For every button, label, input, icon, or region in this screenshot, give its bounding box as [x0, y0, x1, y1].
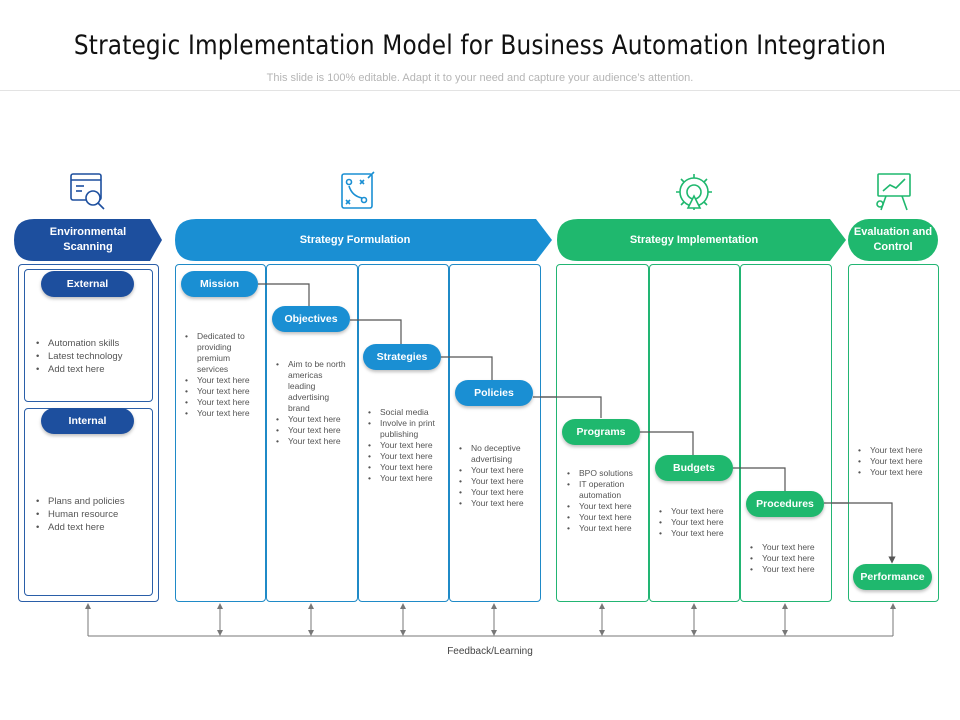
- policies-column: [449, 264, 541, 602]
- strategy-plan-icon: [341, 171, 375, 209]
- list-item: Your text here: [185, 386, 261, 397]
- list-item: Aim to be north americas leading adverti…: [276, 359, 352, 414]
- list-item: Your text here: [368, 440, 444, 451]
- evaluation-control-header: Evaluation and Control: [853, 226, 933, 253]
- page-subtitle: This slide is 100% editable. Adapt it to…: [266, 72, 694, 84]
- list-item: Your text here: [368, 451, 444, 462]
- list-item: Your text here: [459, 465, 537, 476]
- list-item: Your text here: [276, 414, 352, 425]
- list-item: Your text here: [858, 445, 936, 456]
- list-item: Your text here: [858, 456, 936, 467]
- strategies-pill: Strategies: [363, 344, 441, 370]
- list-item: Human resource: [36, 508, 151, 521]
- connector-strategies-policies: [441, 356, 493, 380]
- list-item: Your text here: [659, 528, 735, 539]
- performance-list: Your text here Your text here Your text …: [858, 445, 936, 478]
- connector-procedures-performance: [824, 502, 896, 564]
- procedures-list: Your text here Your text here Your text …: [750, 542, 826, 575]
- list-item: Your text here: [750, 564, 826, 575]
- procedures-pill: Procedures: [746, 491, 824, 517]
- list-item: No deceptive advertising: [459, 443, 537, 465]
- connector-budgets-procedures: [733, 467, 786, 491]
- list-item: Your text here: [659, 506, 735, 517]
- list-item: Your text here: [567, 501, 645, 512]
- formulation-header-shape: [175, 219, 552, 261]
- internal-pill: Internal: [41, 408, 134, 434]
- list-item: Latest technology: [36, 350, 151, 363]
- budgets-column: [649, 264, 740, 602]
- external-pill: External: [41, 271, 134, 297]
- list-item: Your text here: [459, 487, 537, 498]
- list-item: Your text here: [185, 408, 261, 419]
- evaluation-header-shape: [848, 219, 938, 261]
- scanning-magnifier-icon: [70, 173, 105, 210]
- gear-rocket-icon: [676, 174, 712, 210]
- list-item: Your text here: [459, 498, 537, 509]
- list-item: Your text here: [659, 517, 735, 528]
- budgets-pill: Budgets: [655, 455, 733, 481]
- connector-programs-budgets: [640, 431, 694, 455]
- feedback-label: Feedback/Learning: [447, 646, 533, 657]
- programs-list: BPO solutions IT operation automation Yo…: [567, 468, 645, 534]
- list-item: BPO solutions: [567, 468, 645, 479]
- list-item: Dedicated to providing premium services: [185, 331, 261, 375]
- external-list: Automation skills Latest technology Add …: [36, 337, 151, 376]
- list-item: Your text here: [567, 512, 645, 523]
- strategy-formulation-header: Strategy Formulation: [299, 233, 411, 246]
- programs-pill: Programs: [562, 419, 640, 445]
- strategy-implementation-header: Strategy Implementation: [629, 233, 759, 246]
- objectives-pill: Objectives: [272, 306, 350, 332]
- list-item: Add text here: [36, 363, 151, 376]
- mission-list: Dedicated to providing premium services …: [185, 331, 261, 419]
- performance-pill: Performance: [853, 564, 932, 590]
- title-divider: [0, 90, 960, 91]
- list-item: Your text here: [567, 523, 645, 534]
- strategies-list: Social media Involve in print publishing…: [368, 407, 444, 484]
- connector-objectives-strategies: [350, 319, 402, 344]
- connector-mission-objectives: [258, 283, 310, 306]
- list-item: IT operation automation: [567, 479, 645, 501]
- presentation-chart-icon: [876, 173, 911, 211]
- list-item: Your text here: [858, 467, 936, 478]
- list-item: Involve in print publishing: [368, 418, 444, 440]
- implementation-header-shape: [557, 219, 846, 261]
- list-item: Your text here: [276, 425, 352, 436]
- list-item: Your text here: [459, 476, 537, 487]
- list-item: Your text here: [750, 553, 826, 564]
- list-item: Social media: [368, 407, 444, 418]
- list-item: Your text here: [185, 375, 261, 386]
- connector-policies-programs: [533, 396, 602, 418]
- policies-pill: Policies: [455, 380, 533, 406]
- page-title: Strategic Implementation Model for Busin…: [73, 30, 887, 61]
- list-item: Automation skills: [36, 337, 151, 350]
- budgets-list: Your text here Your text here Your text …: [659, 506, 735, 539]
- list-item: Your text here: [185, 397, 261, 408]
- env-scanning-header: Environmental Scanning: [49, 226, 127, 253]
- mission-pill: Mission: [181, 271, 258, 297]
- env-header-shape: [14, 219, 162, 261]
- list-item: Your text here: [276, 436, 352, 447]
- list-item: Your text here: [750, 542, 826, 553]
- list-item: Add text here: [36, 521, 151, 534]
- policies-list: No deceptive advertising Your text here …: [459, 443, 537, 509]
- internal-list: Plans and policies Human resource Add te…: [36, 495, 151, 534]
- list-item: Plans and policies: [36, 495, 151, 508]
- list-item: Your text here: [368, 462, 444, 473]
- evaluation-column: [848, 264, 939, 602]
- objectives-list: Aim to be north americas leading adverti…: [276, 359, 352, 447]
- list-item: Your text here: [368, 473, 444, 484]
- mission-column: [175, 264, 266, 602]
